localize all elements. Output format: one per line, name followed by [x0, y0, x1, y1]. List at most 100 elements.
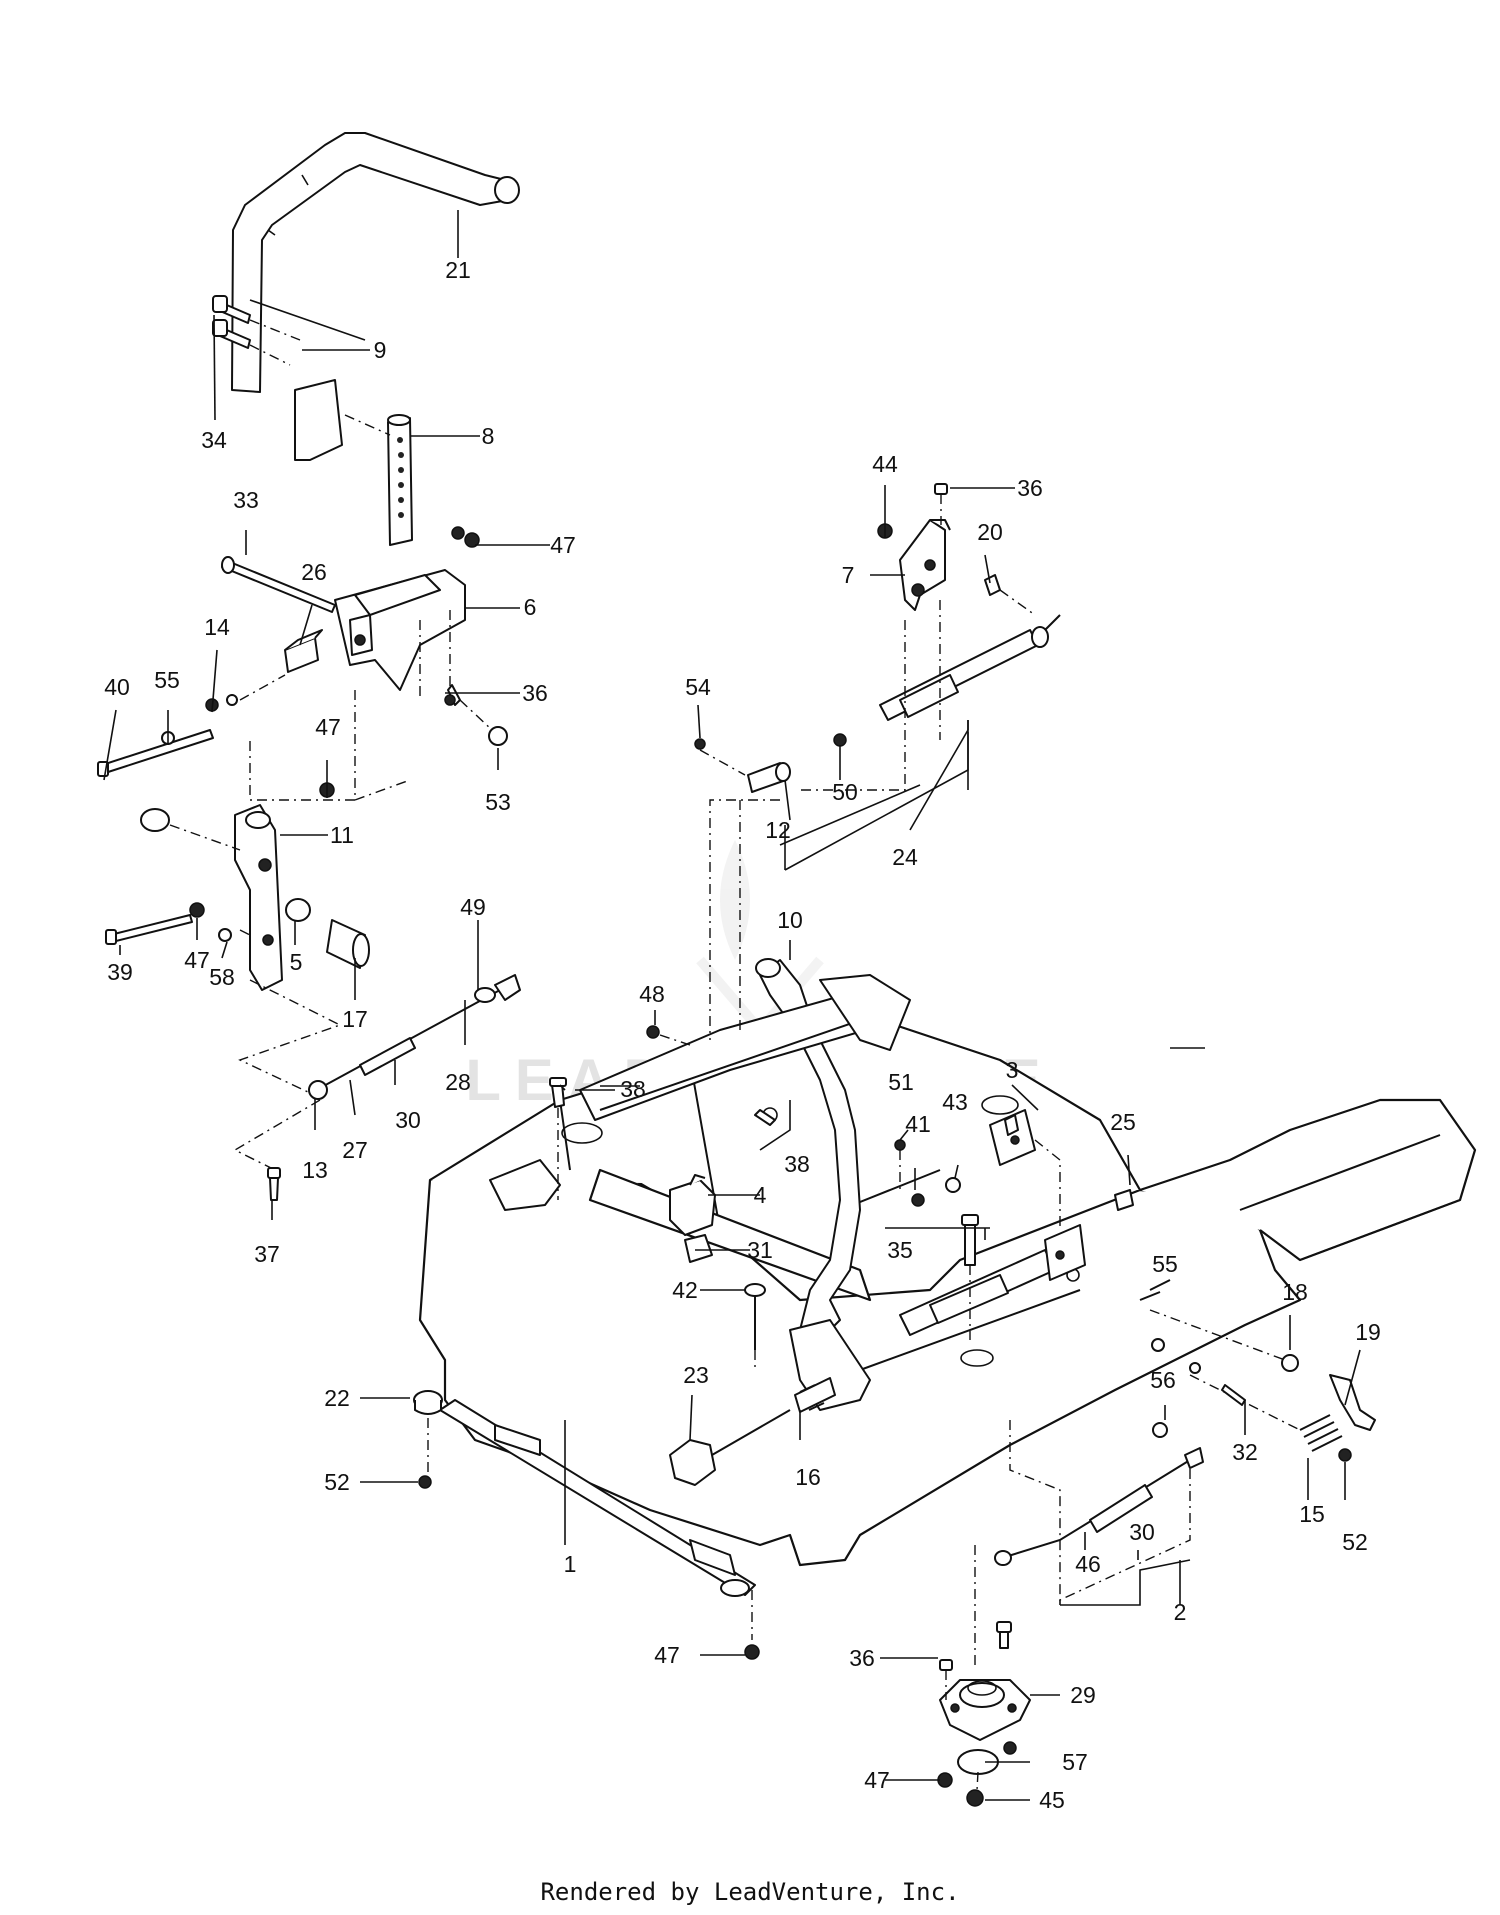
- nut-54: [694, 738, 706, 750]
- nut-47-mount: [937, 1772, 953, 1788]
- callout-56: 56: [1150, 1367, 1176, 1393]
- rod-18: [1149, 1309, 1299, 1372]
- callout-46: 46: [1075, 1551, 1101, 1577]
- bolt-40: [97, 729, 214, 777]
- spacer-5: [285, 898, 311, 922]
- block-26: [284, 629, 323, 673]
- callout-5: 5: [290, 949, 303, 975]
- callout-9: 9: [374, 337, 387, 363]
- callout-36b: 36: [522, 680, 548, 706]
- callout-31: 31: [747, 1237, 773, 1263]
- bolt-37: [267, 1167, 281, 1201]
- callout-53: 53: [485, 789, 511, 815]
- callout-28: 28: [445, 1069, 471, 1095]
- switch-3: [989, 1109, 1036, 1166]
- callout-34: 34: [201, 427, 227, 453]
- callout-37: 37: [254, 1241, 280, 1267]
- callout-41: 41: [905, 1111, 931, 1137]
- callout-20: 20: [977, 519, 1003, 545]
- bushing-11: [140, 808, 170, 832]
- callout-22: 22: [324, 1385, 350, 1411]
- spring-16: [794, 1377, 836, 1413]
- callout-58: 58: [209, 964, 235, 990]
- callout-14: 14: [204, 614, 230, 640]
- nut-45: [966, 1789, 984, 1807]
- nut-51: [894, 1139, 906, 1151]
- callout-18: 18: [1282, 1279, 1308, 1305]
- callout-43: 43: [942, 1089, 968, 1115]
- callout-26: 26: [301, 559, 327, 585]
- callout-6: 6: [524, 594, 537, 620]
- nut-53: [488, 726, 508, 746]
- callout-47a: 47: [550, 532, 576, 558]
- callout-54: 54: [685, 674, 711, 700]
- nut-47-upper: [451, 526, 480, 548]
- spacer-17: [326, 919, 370, 969]
- bolt-mount-top: [996, 1621, 1012, 1649]
- bolt-36-bracket: [444, 684, 461, 706]
- callout-1: 1: [564, 1551, 577, 1577]
- callout-47e: 47: [864, 1767, 890, 1793]
- skid-plate: [439, 1399, 756, 1597]
- callout-47c: 47: [184, 947, 210, 973]
- callout-4: 4: [754, 1182, 767, 1208]
- nut-52-right: [1338, 1448, 1352, 1462]
- nut-29-side: [1003, 1741, 1017, 1755]
- callout-labels: 1 2 3 4 5 6 7 8 9 10 11 12 13 14 15 16 1…: [104, 257, 1381, 1813]
- callout-8: 8: [482, 423, 495, 449]
- callout-12: 12: [765, 817, 791, 843]
- callout-39: 39: [107, 959, 133, 985]
- callout-30b: 30: [1129, 1519, 1155, 1545]
- gas-cylinder-24: [879, 614, 1061, 721]
- callout-47d: 47: [654, 1642, 680, 1668]
- plate-31: [684, 1234, 713, 1263]
- bolt-38-left: [549, 1077, 567, 1200]
- nut-47-bottom: [744, 1644, 760, 1660]
- bumper-22: [413, 1390, 443, 1415]
- fitting-20: [984, 574, 1001, 596]
- callout-36a: 36: [1017, 475, 1043, 501]
- washer-58: [218, 928, 232, 942]
- bolt-41: [911, 1193, 925, 1207]
- callout-48: 48: [639, 981, 665, 1007]
- rod-end-12: [747, 762, 791, 793]
- callout-45: 45: [1039, 1787, 1065, 1813]
- callout-47b: 47: [315, 714, 341, 740]
- callout-35: 35: [887, 1237, 913, 1263]
- callout-40: 40: [104, 674, 130, 700]
- nut-47-left: [189, 902, 205, 918]
- footer-credit: Rendered by LeadVenture, Inc.: [540, 1878, 960, 1906]
- nut-50: [833, 733, 847, 747]
- callout-36c: 36: [849, 1645, 875, 1671]
- callout-15: 15: [1299, 1501, 1325, 1527]
- callout-16: 16: [795, 1464, 821, 1490]
- callout-7: 7: [842, 562, 855, 588]
- callout-23: 23: [683, 1362, 709, 1388]
- callout-17: 17: [342, 1006, 368, 1032]
- callout-33: 33: [233, 487, 259, 513]
- callout-57: 57: [1062, 1749, 1088, 1775]
- callout-49: 49: [460, 894, 486, 920]
- switch-4: [669, 1174, 716, 1236]
- callout-2: 2: [1174, 1599, 1187, 1625]
- upper-beam: [579, 974, 911, 1121]
- washer-14b: [226, 694, 238, 706]
- callout-42: 42: [672, 1277, 698, 1303]
- callout-10: 10: [777, 907, 803, 933]
- callout-51: 51: [888, 1069, 914, 1095]
- bolt-39: [105, 914, 193, 945]
- nut-52-left: [418, 1475, 432, 1489]
- callout-29: 29: [1070, 1682, 1096, 1708]
- rod-end-13: [308, 1080, 328, 1100]
- callout-32: 32: [1232, 1439, 1258, 1465]
- callout-55b: 55: [1152, 1251, 1178, 1277]
- callout-30a: 30: [395, 1107, 421, 1133]
- callout-11: 11: [330, 822, 354, 848]
- callout-44: 44: [872, 451, 898, 477]
- callout-25: 25: [1110, 1109, 1136, 1135]
- bracket-6: [334, 569, 466, 700]
- callout-27: 27: [342, 1137, 368, 1163]
- callout-52b: 52: [1342, 1529, 1368, 1555]
- spring-15: [1299, 1414, 1343, 1452]
